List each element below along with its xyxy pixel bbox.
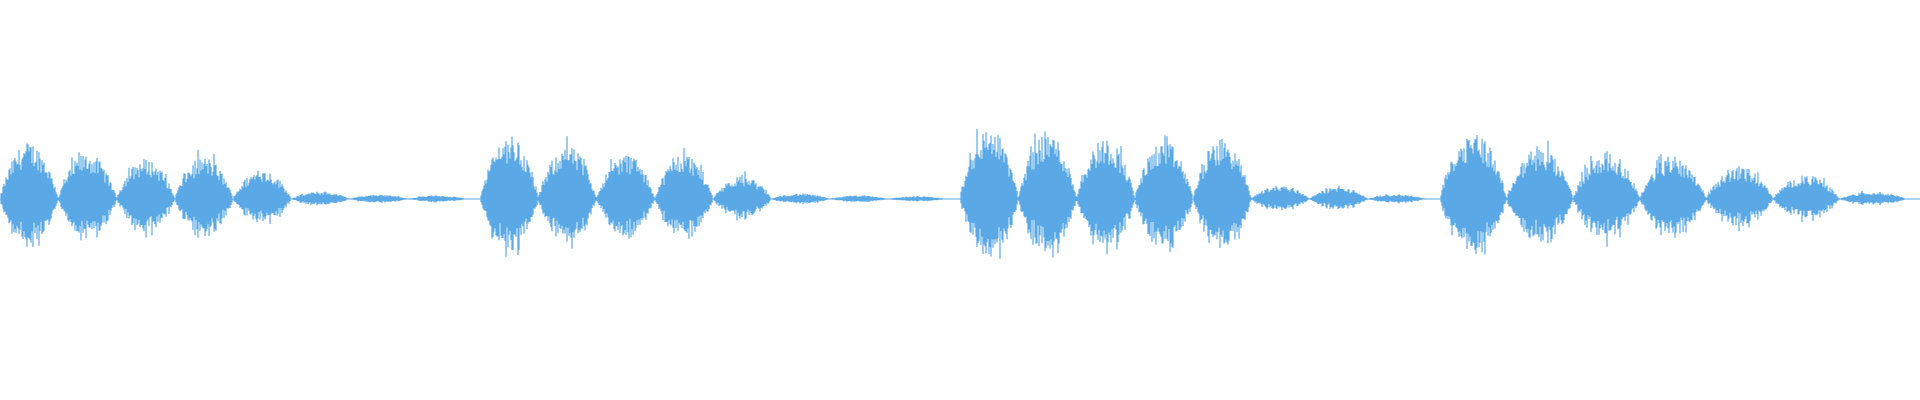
- waveform-trace: [1440, 135, 1906, 255]
- waveform-segment: [480, 136, 946, 257]
- waveform-segment: [1440, 135, 1906, 255]
- waveform-trace: [0, 143, 466, 247]
- waveform-segment: [0, 143, 466, 247]
- waveform-trace: [960, 128, 1426, 259]
- waveform-trace: [480, 136, 946, 257]
- waveform-segment: [960, 128, 1426, 259]
